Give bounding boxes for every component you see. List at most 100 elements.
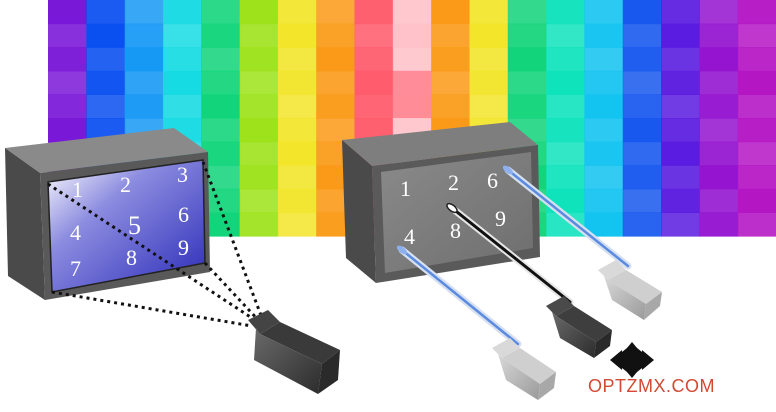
heatmap-cell xyxy=(239,188,279,213)
heatmap-cell xyxy=(277,47,317,72)
heatmap-cell xyxy=(201,94,241,119)
right-zone-8: 8 xyxy=(450,218,461,243)
heatmap-cell xyxy=(661,0,700,25)
heatmap-cell xyxy=(277,188,317,213)
heatmap-cell xyxy=(507,23,547,48)
heatmap-cell xyxy=(737,0,776,25)
left-zone-2: 2 xyxy=(120,172,131,197)
heatmap-cell xyxy=(699,188,739,213)
heatmap-cell xyxy=(546,94,586,119)
left-sample-box xyxy=(5,128,210,300)
heatmap-cell xyxy=(622,47,662,72)
heatmap-cell xyxy=(48,23,87,48)
heatmap-cell xyxy=(239,0,279,25)
left-zone-1: 1 xyxy=(72,177,83,202)
heatmap-cell xyxy=(584,165,624,190)
heatmap-cell xyxy=(48,94,87,119)
heatmap-cell xyxy=(661,23,700,48)
left-zone-3: 3 xyxy=(177,162,188,187)
heatmap-cell xyxy=(162,0,202,25)
right-zone-6: 6 xyxy=(487,168,498,193)
heatmap-cell xyxy=(277,212,317,237)
heatmap-cell xyxy=(622,188,662,213)
heatmap-cell xyxy=(699,118,739,143)
heatmap-cell xyxy=(584,141,624,166)
heatmap-cell xyxy=(507,47,547,72)
heatmap-cell xyxy=(48,118,87,143)
heatmap-cell xyxy=(699,0,739,25)
heatmap-cell xyxy=(622,141,662,166)
right-fibers xyxy=(396,165,632,348)
heatmap-cell xyxy=(661,70,700,95)
heatmap-cell xyxy=(469,0,509,25)
heatmap-cell xyxy=(239,47,279,72)
heatmap-cell xyxy=(546,47,586,72)
heatmap-cell xyxy=(162,70,202,95)
right-box-side xyxy=(342,140,376,283)
heatmap-cell xyxy=(622,70,662,95)
heatmap-hotspot xyxy=(354,70,432,118)
heatmap-cell xyxy=(737,165,776,190)
heatmap-cell xyxy=(201,47,241,72)
heatmap-cell xyxy=(124,47,164,72)
heatmap-cell xyxy=(316,118,356,143)
heatmap-cell xyxy=(699,141,739,166)
heatmap-cell xyxy=(239,23,279,48)
heatmap-cell xyxy=(277,141,317,166)
right-zone-1: 1 xyxy=(400,176,411,201)
right-zone-labels: 1 2 6 4 8 9 xyxy=(400,168,506,249)
heatmap-cell xyxy=(86,23,126,48)
left-zone-6: 6 xyxy=(178,202,189,227)
right-zone-2: 2 xyxy=(448,170,459,195)
watermark-text: OPTZMX.COM xyxy=(588,376,715,396)
heatmap-cell xyxy=(316,47,356,72)
heatmap-cell xyxy=(277,0,317,25)
right-zone-9: 9 xyxy=(495,206,506,231)
heatmap-cell xyxy=(392,0,432,25)
heatmap-cell xyxy=(431,23,471,48)
heatmap-cell xyxy=(469,23,509,48)
heatmap-cell xyxy=(48,0,87,25)
heatmap-cell xyxy=(162,94,202,119)
heatmap-cell xyxy=(239,94,279,119)
heatmap-cell xyxy=(661,165,700,190)
heatmap-cell xyxy=(546,165,586,190)
heatmap-cell xyxy=(239,141,279,166)
heatmap-cell xyxy=(162,23,202,48)
left-zone-labels: 1 2 3 4 5 6 7 8 9 xyxy=(70,162,189,281)
heatmap-cell xyxy=(431,47,471,72)
heatmap-cell xyxy=(239,70,279,95)
heatmap-cell xyxy=(469,47,509,72)
right-box-top xyxy=(342,122,538,166)
heatmap-cell xyxy=(737,23,776,48)
left-zone-5: 5 xyxy=(128,211,141,240)
heatmap-cell xyxy=(469,70,509,95)
heatmap-cell xyxy=(201,70,241,95)
heatmap-cell xyxy=(622,212,662,237)
heatmap-cell xyxy=(354,23,394,48)
left-zone-4: 4 xyxy=(70,220,81,245)
heatmap-cell xyxy=(622,118,662,143)
heatmap-cell xyxy=(469,94,509,119)
heatmap-cell xyxy=(661,118,700,143)
heatmap-cell xyxy=(431,94,471,119)
heatmap-cell xyxy=(661,94,700,119)
heatmap-cell xyxy=(584,23,624,48)
heatmap-cell xyxy=(546,23,586,48)
left-box-top xyxy=(5,128,208,173)
heatmap-cell xyxy=(584,118,624,143)
heatmap-cell xyxy=(124,0,164,25)
heatmap-cell xyxy=(124,23,164,48)
heatmap-cell xyxy=(239,212,279,237)
camera-icon-middle-dark xyxy=(546,296,612,358)
left-zone-8: 8 xyxy=(126,245,137,270)
heatmap-cell xyxy=(661,212,700,237)
heatmap-cell xyxy=(737,70,776,95)
heatmap-cell xyxy=(48,70,87,95)
heatmap-cell xyxy=(737,118,776,143)
heatmap-cell xyxy=(316,23,356,48)
heatmap-cell xyxy=(277,94,317,119)
heatmap-cell xyxy=(737,212,776,237)
heatmap-cell xyxy=(699,94,739,119)
heatmap-cell xyxy=(622,23,662,48)
